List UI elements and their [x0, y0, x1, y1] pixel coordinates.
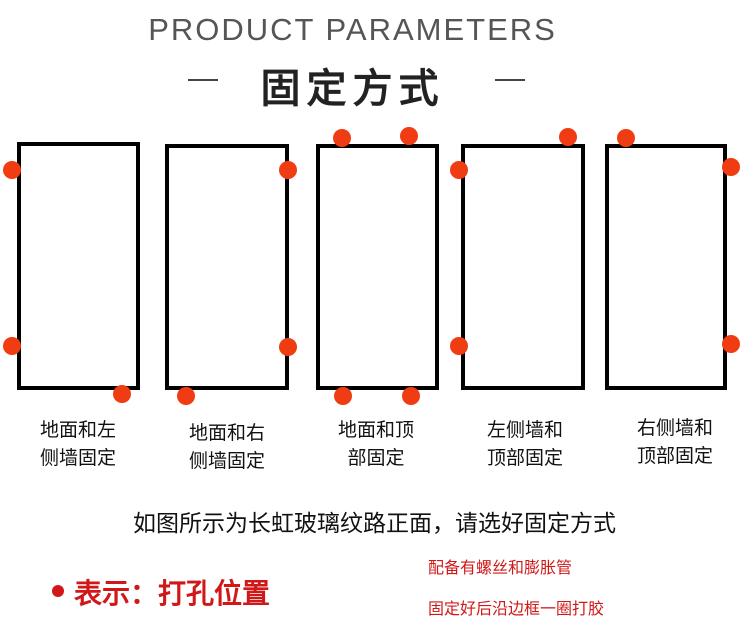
hole-dot — [617, 129, 635, 147]
label-line: 地面和左 — [39, 419, 116, 441]
hole-dot — [3, 337, 21, 355]
hole-dot — [722, 158, 740, 176]
frame-option-2 — [165, 144, 289, 390]
hole-dot — [279, 161, 297, 179]
option-label-2: 地面和右侧墙固定 — [157, 419, 297, 475]
label-line: 侧墙固定 — [39, 447, 116, 469]
label-line: 侧墙固定 — [188, 450, 265, 472]
hole-dot — [333, 129, 351, 147]
option-label-4: 左侧墙和顶部固定 — [455, 416, 595, 472]
legend-dot-icon — [52, 585, 64, 597]
hole-dot — [334, 387, 352, 405]
hole-dot — [450, 337, 468, 355]
hole-dot — [559, 128, 577, 146]
label-line: 左侧墙和 — [486, 419, 563, 441]
note-sealant: 固定好后沿边框一圈打胶 — [428, 599, 605, 618]
hole-dot — [113, 385, 131, 403]
frame-option-1 — [17, 142, 140, 390]
frame-option-3 — [316, 144, 439, 390]
option-label-1: 地面和左侧墙固定 — [8, 416, 148, 472]
option-label-3: 地面和顶部固定 — [306, 416, 446, 472]
description-text: 如图所示为长虹玻璃纹路正面，请选好固定方式 — [133, 511, 616, 537]
note-screws: 配备有螺丝和膨胀管 — [428, 558, 573, 577]
label-line: 地面和顶 — [337, 419, 414, 441]
hole-dot — [279, 338, 297, 356]
label-line: 右侧墙和 — [636, 417, 713, 439]
legend-text: 表示：打孔位置 — [74, 577, 271, 610]
label-line: 顶部固定 — [636, 445, 713, 467]
title-dash-left — [188, 79, 218, 81]
label-line: 顶部固定 — [486, 447, 563, 469]
frame-option-4 — [461, 144, 585, 390]
hole-dot — [450, 161, 468, 179]
title-chinese: 固定方式 — [260, 66, 445, 112]
title-dash-right — [495, 79, 525, 81]
hole-dot — [402, 387, 420, 405]
hole-dot — [722, 335, 740, 353]
hole-dot — [3, 161, 21, 179]
label-line: 地面和右 — [188, 422, 265, 444]
frame-option-5 — [605, 144, 727, 390]
hole-dot — [177, 387, 195, 405]
hole-dot — [400, 127, 418, 145]
label-line: 部固定 — [347, 447, 405, 469]
title-english: PRODUCT PARAMETERS — [148, 12, 557, 47]
option-label-5: 右侧墙和顶部固定 — [605, 414, 745, 470]
